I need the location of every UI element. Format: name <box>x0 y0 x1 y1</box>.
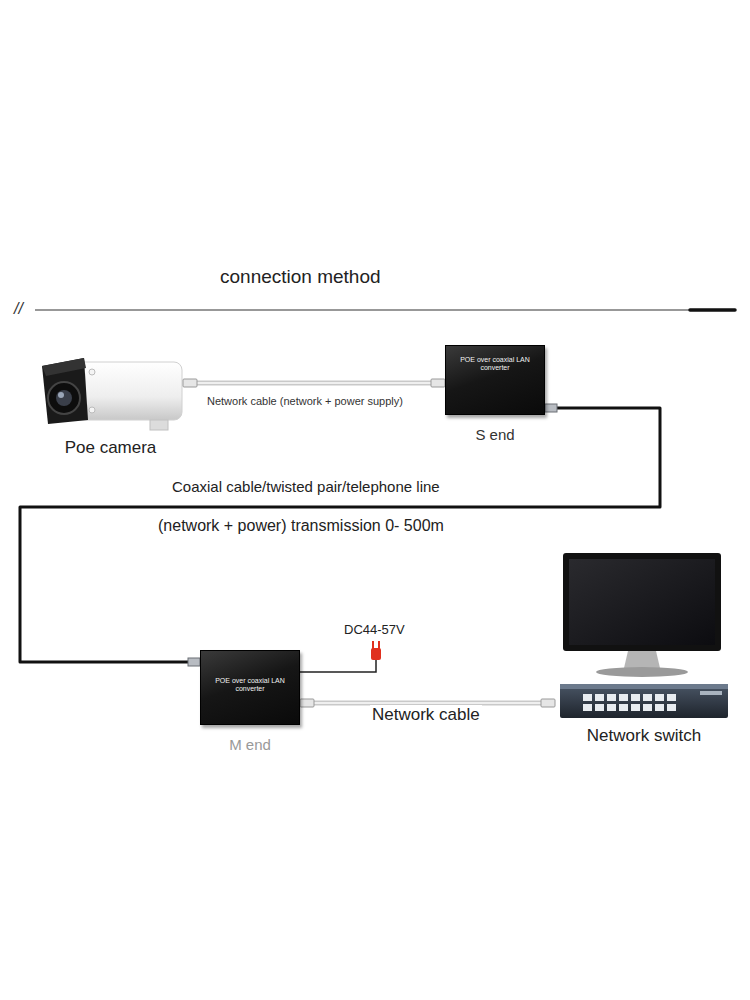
diagram-title: connection method <box>220 266 381 288</box>
device-caption: M end <box>229 736 271 753</box>
cable-line <box>20 408 660 662</box>
converter-box: POE over coaxial LAN converterM end <box>200 650 300 725</box>
cable-connector <box>20 404 660 666</box>
cable-core <box>183 382 445 384</box>
cable-connector <box>183 379 445 387</box>
rj45-plug <box>541 699 555 707</box>
device-print: POE over coaxial LAN converter <box>209 677 291 694</box>
cable-label: Coaxial cable/twisted pair/telephone lin… <box>170 478 442 495</box>
rj45-plug <box>183 379 197 387</box>
rj45-plug <box>300 699 314 707</box>
cable-line <box>183 381 445 386</box>
camera-node: Poe camera <box>38 352 183 458</box>
annotation-label: (network + power) transmission 0- 500m <box>158 517 444 535</box>
device-print: POE over coaxial LAN converter <box>454 356 536 373</box>
header-rule-end <box>690 308 735 312</box>
camera-illustration <box>42 358 182 430</box>
cable-core <box>300 702 555 704</box>
device-caption: S end <box>475 426 514 443</box>
converter-box: POE over coaxial LAN converterS end <box>445 345 545 415</box>
node-label: Network switch <box>587 726 701 746</box>
cable-label: Network cable <box>370 705 482 725</box>
switch-illustration <box>560 553 728 718</box>
power-wire <box>300 641 381 672</box>
header-rule <box>35 309 692 310</box>
annotation-label: DC44-57V <box>344 622 405 637</box>
annotation-label: // <box>14 300 23 318</box>
bnc-connector <box>545 404 557 412</box>
switch-node: Network switch <box>555 548 733 746</box>
rj45-plug <box>431 379 445 387</box>
node-label: Poe camera <box>65 438 157 458</box>
cable-label: Network cable (network + power supply) <box>205 395 405 407</box>
bnc-connector <box>188 658 200 666</box>
